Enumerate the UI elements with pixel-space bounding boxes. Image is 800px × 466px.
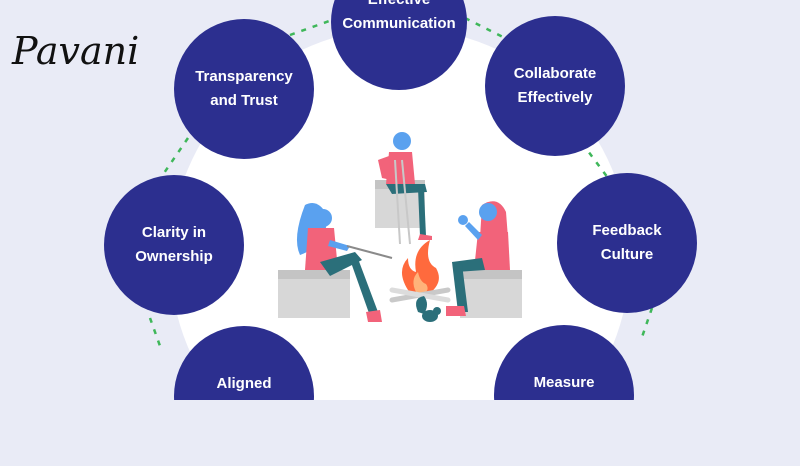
diagram-node-circle: [174, 326, 314, 400]
diagram-node-label: Collaborate Effectively: [513, 65, 597, 106]
diagram-node-label: Measure: [533, 374, 595, 391]
person-right: [446, 201, 510, 316]
diagram-node-label: Clarity in Ownership: [135, 224, 213, 265]
connector-line: [580, 142, 610, 179]
pavani-logo: Pavani: [11, 29, 139, 73]
team-campfire-illustration: [278, 132, 522, 322]
campfire: [389, 240, 451, 303]
connector-line: [639, 307, 654, 341]
person-left: [296, 202, 393, 322]
diagram-node-circle: [494, 325, 634, 400]
diagram-canvas: [104, 0, 697, 400]
logo-text: Pavani: [11, 29, 139, 73]
diagram-node-label: Aligned: [216, 375, 272, 392]
seat-box-right: [460, 270, 522, 318]
diagram-node-circle: [485, 16, 625, 156]
connector-line: [464, 16, 506, 40]
diagram-node-circle: [557, 173, 697, 313]
connector-line: [148, 317, 162, 347]
connector-lines: [148, 16, 654, 347]
node-circles: [104, 0, 697, 400]
diagram-node-circle: [331, 0, 467, 90]
diagram-node-label: Transparency and Trust: [195, 68, 293, 109]
connector-line: [160, 137, 190, 177]
person-top: [378, 132, 432, 245]
diagram-node-label: Effective Communication: [342, 0, 456, 32]
diagram-node-circle: [104, 175, 244, 315]
seat-box-left: [278, 270, 350, 318]
diagram-node-circle: [174, 19, 314, 159]
connector-line: [289, 18, 333, 37]
squirrel: [416, 296, 441, 322]
diagram-node-label: Feedback Culture: [592, 222, 662, 263]
